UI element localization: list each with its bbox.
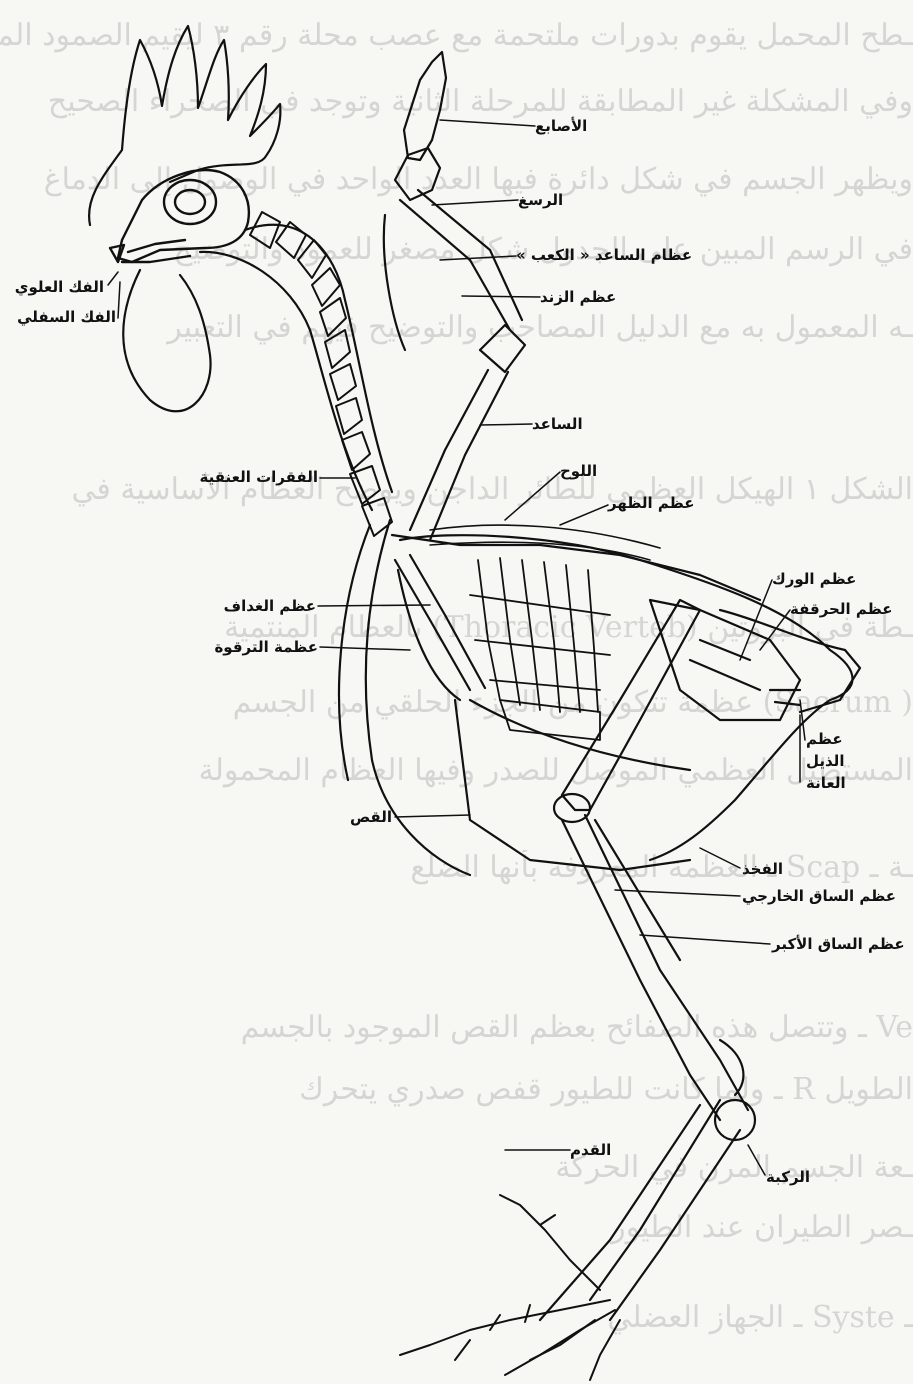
- label-fibula: عظم الساق الخارجي: [742, 887, 896, 905]
- tibia-fibula: [562, 815, 748, 1120]
- label-hip-bone: عظم الورك: [772, 570, 856, 588]
- sternum-keel: [455, 700, 690, 870]
- label-ischium-line3: العانة: [806, 774, 846, 792]
- label-humerus: الساعد: [532, 415, 583, 433]
- label-cervical-vertebrae: الفقرات العنقية: [150, 468, 318, 486]
- label-femur: الفخذ: [742, 860, 783, 878]
- skull: [110, 170, 249, 262]
- label-radius-carpal: عظام الساعد « الكعب »: [516, 246, 692, 264]
- label-back-bone: عظم الظهر: [608, 494, 694, 512]
- label-scapula: اللوح: [560, 462, 597, 480]
- femur: [562, 600, 700, 810]
- label-coracoid: عظم الغداف: [200, 597, 316, 615]
- label-metacarpus: الرسغ: [518, 191, 563, 209]
- coracoid-bone: [395, 555, 485, 690]
- wattle-outline: [123, 270, 210, 411]
- label-ischium-line1: عظم: [806, 730, 843, 748]
- label-ulna: عظم الزند: [540, 288, 616, 306]
- rib-cage: [470, 558, 610, 740]
- label-sternum: القص: [300, 808, 392, 826]
- label-upper-jaw: الفك العلوي: [4, 278, 104, 296]
- shank: [590, 1100, 740, 1320]
- label-pelvis: عظم الحرقفة: [790, 600, 892, 618]
- label-tibia: عظم الساق الأكبر: [772, 935, 905, 953]
- label-toes: الأصابع: [535, 117, 587, 135]
- label-knee: الركبة: [766, 1168, 810, 1186]
- cervical-vertebrae: [250, 212, 392, 536]
- foot-claws: [400, 1195, 620, 1380]
- label-lower-jaw: الفك السفلي: [4, 308, 116, 326]
- label-ischium-line2: الذيل: [806, 752, 844, 770]
- label-wishbone: عظمة الترقوة: [200, 638, 318, 656]
- comb-outline: [89, 26, 280, 225]
- label-shank: القدم: [570, 1141, 611, 1159]
